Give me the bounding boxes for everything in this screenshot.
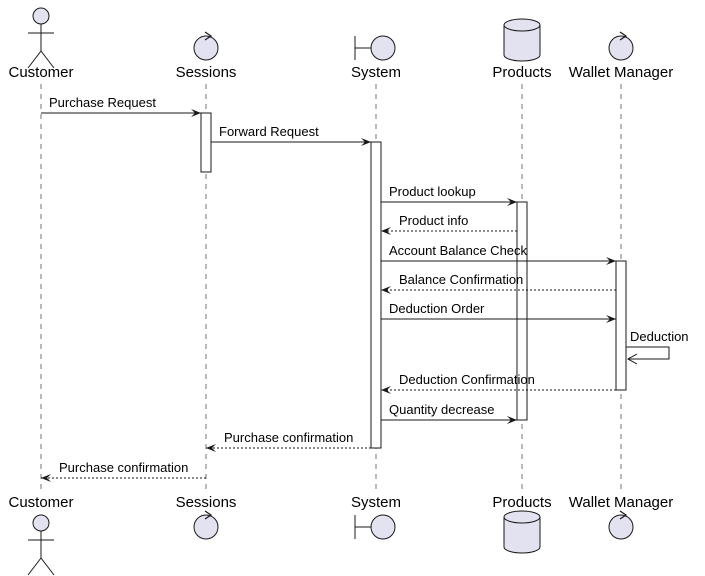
message-label: Deduction bbox=[630, 329, 689, 344]
boundary-icon bbox=[354, 35, 396, 61]
message-7: Deduction bbox=[626, 329, 689, 365]
participant-label-wallet: Wallet Manager bbox=[569, 494, 674, 511]
message-label: Purchase Request bbox=[49, 95, 156, 110]
message-10: Purchase confirmation bbox=[206, 430, 371, 452]
participant-label-products: Products bbox=[492, 64, 551, 81]
participant-label-sessions: Sessions bbox=[176, 64, 237, 81]
activation-bar-wallet bbox=[615, 260, 627, 391]
message-6: Deduction Order bbox=[381, 301, 616, 323]
participant-label-system: System bbox=[351, 494, 401, 511]
message-11: Purchase confirmation bbox=[41, 460, 206, 482]
message-label: Quantity decrease bbox=[389, 402, 495, 417]
database-icon bbox=[503, 18, 541, 62]
message-label: Product lookup bbox=[389, 184, 476, 199]
participant-label-customer: Customer bbox=[8, 64, 73, 81]
participant-label-products: Products bbox=[492, 494, 551, 511]
boundary-icon bbox=[354, 514, 396, 540]
message-3: Product info bbox=[381, 213, 517, 235]
activation-bar-products bbox=[516, 201, 528, 421]
activation-bar-sessions bbox=[200, 112, 212, 173]
message-5: Balance Confirmation bbox=[381, 272, 616, 294]
message-4: Account Balance Check bbox=[381, 243, 616, 265]
actor-icon bbox=[27, 7, 55, 69]
message-label: Product info bbox=[399, 213, 468, 228]
participant-label-customer: Customer bbox=[8, 494, 73, 511]
message-2: Product lookup bbox=[381, 184, 517, 206]
control-icon bbox=[193, 510, 219, 540]
message-label: Balance Confirmation bbox=[399, 272, 523, 287]
message-label: Purchase confirmation bbox=[224, 430, 353, 445]
actor-icon bbox=[27, 514, 55, 576]
message-9: Quantity decrease bbox=[381, 402, 517, 424]
control-icon bbox=[193, 31, 219, 61]
control-icon bbox=[608, 31, 634, 61]
message-1: Forward Request bbox=[211, 124, 371, 146]
participant-label-wallet: Wallet Manager bbox=[569, 64, 674, 81]
message-0: Purchase Request bbox=[41, 95, 201, 117]
message-label: Deduction Order bbox=[389, 301, 485, 316]
control-icon bbox=[608, 510, 634, 540]
message-label: Forward Request bbox=[219, 124, 319, 139]
message-label: Deduction Confirmation bbox=[399, 372, 535, 387]
database-icon bbox=[503, 510, 541, 554]
participant-label-sessions: Sessions bbox=[176, 494, 237, 511]
message-label: Purchase confirmation bbox=[59, 460, 188, 475]
message-8: Deduction Confirmation bbox=[381, 372, 616, 394]
activation-bar-system bbox=[370, 141, 382, 449]
participant-label-system: System bbox=[351, 64, 401, 81]
message-label: Account Balance Check bbox=[389, 243, 528, 258]
